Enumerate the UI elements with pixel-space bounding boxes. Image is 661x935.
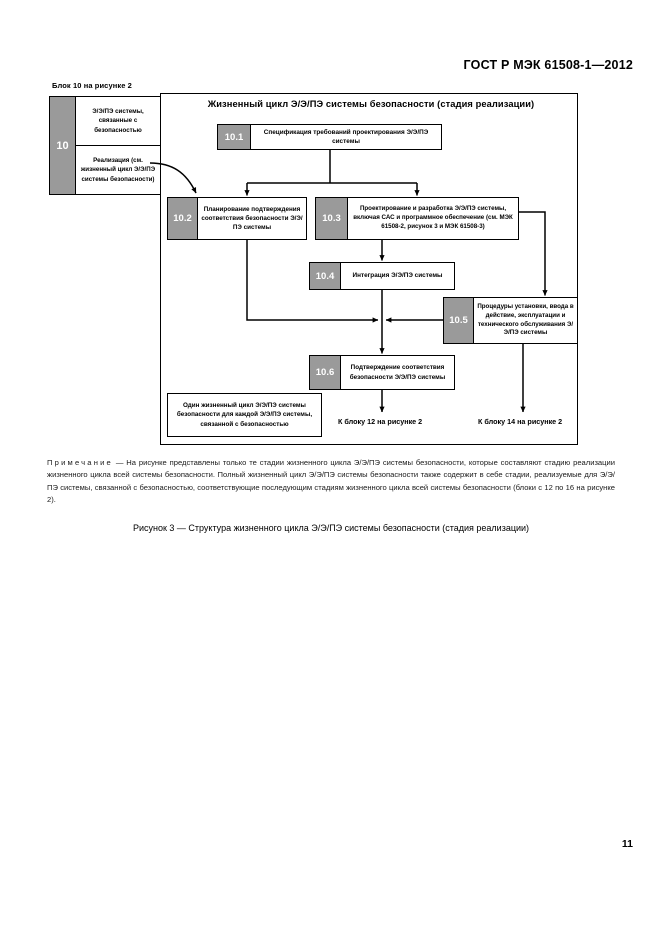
box-number-10-6: 10.6 — [310, 356, 341, 389]
box-number-10-4: 10.4 — [310, 263, 341, 289]
exit-label-to-block-14: К блоку 14 на рисунке 2 — [478, 417, 563, 426]
process-box-10-2: 10.2 Планирование подтверждения соответс… — [167, 197, 307, 240]
process-box-10-6: 10.6 Подтверждение соответствия безопасн… — [309, 355, 455, 390]
note-text: На рисунке представлены только те стадии… — [47, 458, 615, 504]
block-10-number: 10 — [50, 97, 76, 194]
page-number: 11 — [621, 838, 633, 850]
block-10: 10 Э/Э/ПЭ системы, связанные с безопасно… — [49, 96, 161, 195]
process-box-10-1: 10.1 Спецификация требований проектирова… — [217, 124, 442, 150]
figure-caption: Рисунок 3 — Структура жизненного цикла Э… — [132, 523, 530, 533]
note-dash: — — [115, 458, 124, 467]
box-number-10-3: 10.3 — [316, 198, 348, 239]
lifecycle-frame-title: Жизненный цикл Э/Э/ПЭ системы безопаснос… — [207, 99, 535, 109]
process-box-10-4: 10.4 Интеграция Э/Э/ПЭ системы — [309, 262, 455, 290]
legend-box: Один жизненный цикл Э/Э/ПЭ системы безоп… — [167, 393, 322, 437]
process-box-10-3: 10.3 Проектирование и разработка Э/Э/ПЭ … — [315, 197, 519, 240]
box-number-10-1: 10.1 — [218, 125, 251, 149]
box-text-10-4: Интеграция Э/Э/ПЭ системы — [352, 272, 443, 280]
block-10-caption: Блок 10 на рисунке 2 — [52, 81, 132, 90]
box-text-10-5: Процедуры установки, ввода в действие, э… — [477, 302, 574, 337]
note-paragraph: Примечание — На рисунке представлены тол… — [47, 457, 615, 506]
box-text-10-3: Проектирование и разработка Э/Э/ПЭ систе… — [353, 205, 513, 230]
exit-label-to-block-12: К блоку 12 на рисунке 2 — [338, 417, 423, 426]
box-text-10-2: Планирование подтверждения соответствия … — [201, 205, 303, 232]
box-text-10-6: Подтверждение соответствия безопасности … — [349, 364, 446, 381]
block-10-body: Э/Э/ПЭ системы, связанные с безопасность… — [76, 97, 160, 194]
block-10-cell-top: Э/Э/ПЭ системы, связанные с безопасность… — [76, 97, 160, 146]
note-label: Примечание — [47, 458, 113, 467]
lifecycle-frame — [160, 93, 578, 445]
box-text-10-1: Спецификация требований проектирования Э… — [263, 128, 429, 145]
standard-header: ГОСТ Р МЭК 61508-1—2012 — [463, 58, 633, 72]
block-10-cell-bottom: Реализация (см. жизненный цикл Э/Э/ПЭ си… — [80, 157, 156, 183]
box-number-10-5: 10.5 — [444, 298, 474, 343]
box-number-10-2: 10.2 — [168, 198, 198, 239]
process-box-10-5: 10.5 Процедуры установки, ввода в действ… — [443, 297, 578, 344]
